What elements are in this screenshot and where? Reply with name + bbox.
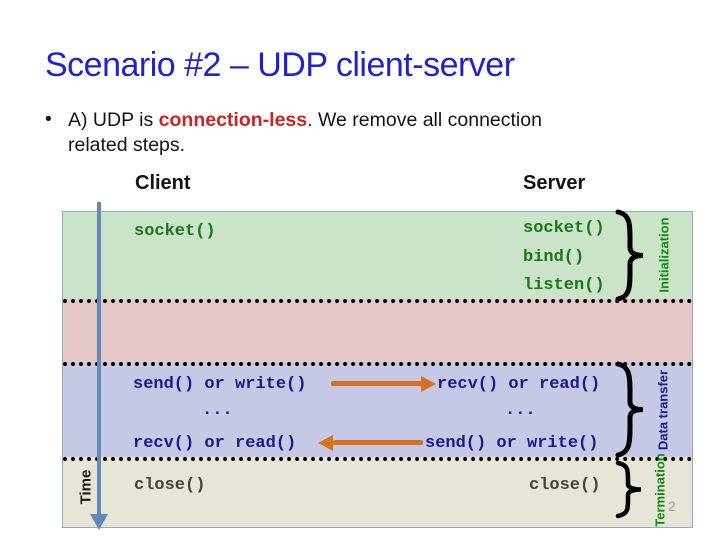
client-ellipsis: ... (202, 401, 233, 420)
removed-connection-band (63, 299, 692, 362)
bullet-marker: • (45, 108, 52, 130)
server-bind-call: bind() (523, 248, 585, 267)
slide-page-number: 2 (668, 498, 676, 514)
server-listen-call: listen() (523, 276, 605, 295)
initialization-phase-label: Initialization (656, 217, 672, 293)
initialization-brace-icon (615, 209, 644, 302)
time-axis-label: Time (77, 469, 95, 505)
client-column-header: Client (135, 172, 191, 194)
termination-band (63, 457, 692, 527)
termination-brace-icon (615, 461, 642, 519)
server-to-client-arrowhead-icon (318, 435, 333, 451)
bullet-text-highlight: connection-less (158, 109, 308, 131)
bullet-text-suffix: . We remove all connection related steps… (68, 109, 542, 156)
client-recv-call: recv() or read() (133, 434, 297, 453)
client-close-call: close() (134, 476, 206, 495)
termination-phase-label: Termination (652, 453, 668, 527)
client-to-server-arrow (331, 381, 422, 386)
bullet-text-prefix: A) UDP is (68, 109, 159, 131)
initialization-band (63, 212, 692, 299)
server-to-client-arrow (333, 440, 423, 445)
server-column-header: Server (523, 172, 586, 194)
bullet-text: A) UDP is connection-less. We remove all… (68, 108, 598, 158)
server-recv-call: recv() or read() (437, 375, 601, 394)
client-socket-call: socket() (134, 222, 216, 241)
server-ellipsis: ... (505, 401, 536, 420)
server-send-call: send() or write() (425, 434, 599, 453)
slide-title: Scenario #2 – UDP client-server (45, 46, 515, 84)
time-axis-arrowhead-icon (90, 514, 108, 530)
server-socket-call: socket() (523, 219, 605, 238)
client-send-call: send() or write() (133, 375, 307, 394)
data-transfer-brace-icon (615, 361, 644, 458)
client-to-server-arrowhead-icon (421, 376, 436, 392)
time-axis-line (97, 202, 101, 516)
server-close-call: close() (529, 476, 601, 495)
bullet-item: • A) UDP is connection-less. We remove a… (45, 108, 605, 158)
data-transfer-phase-label: Data transfer (655, 369, 671, 451)
